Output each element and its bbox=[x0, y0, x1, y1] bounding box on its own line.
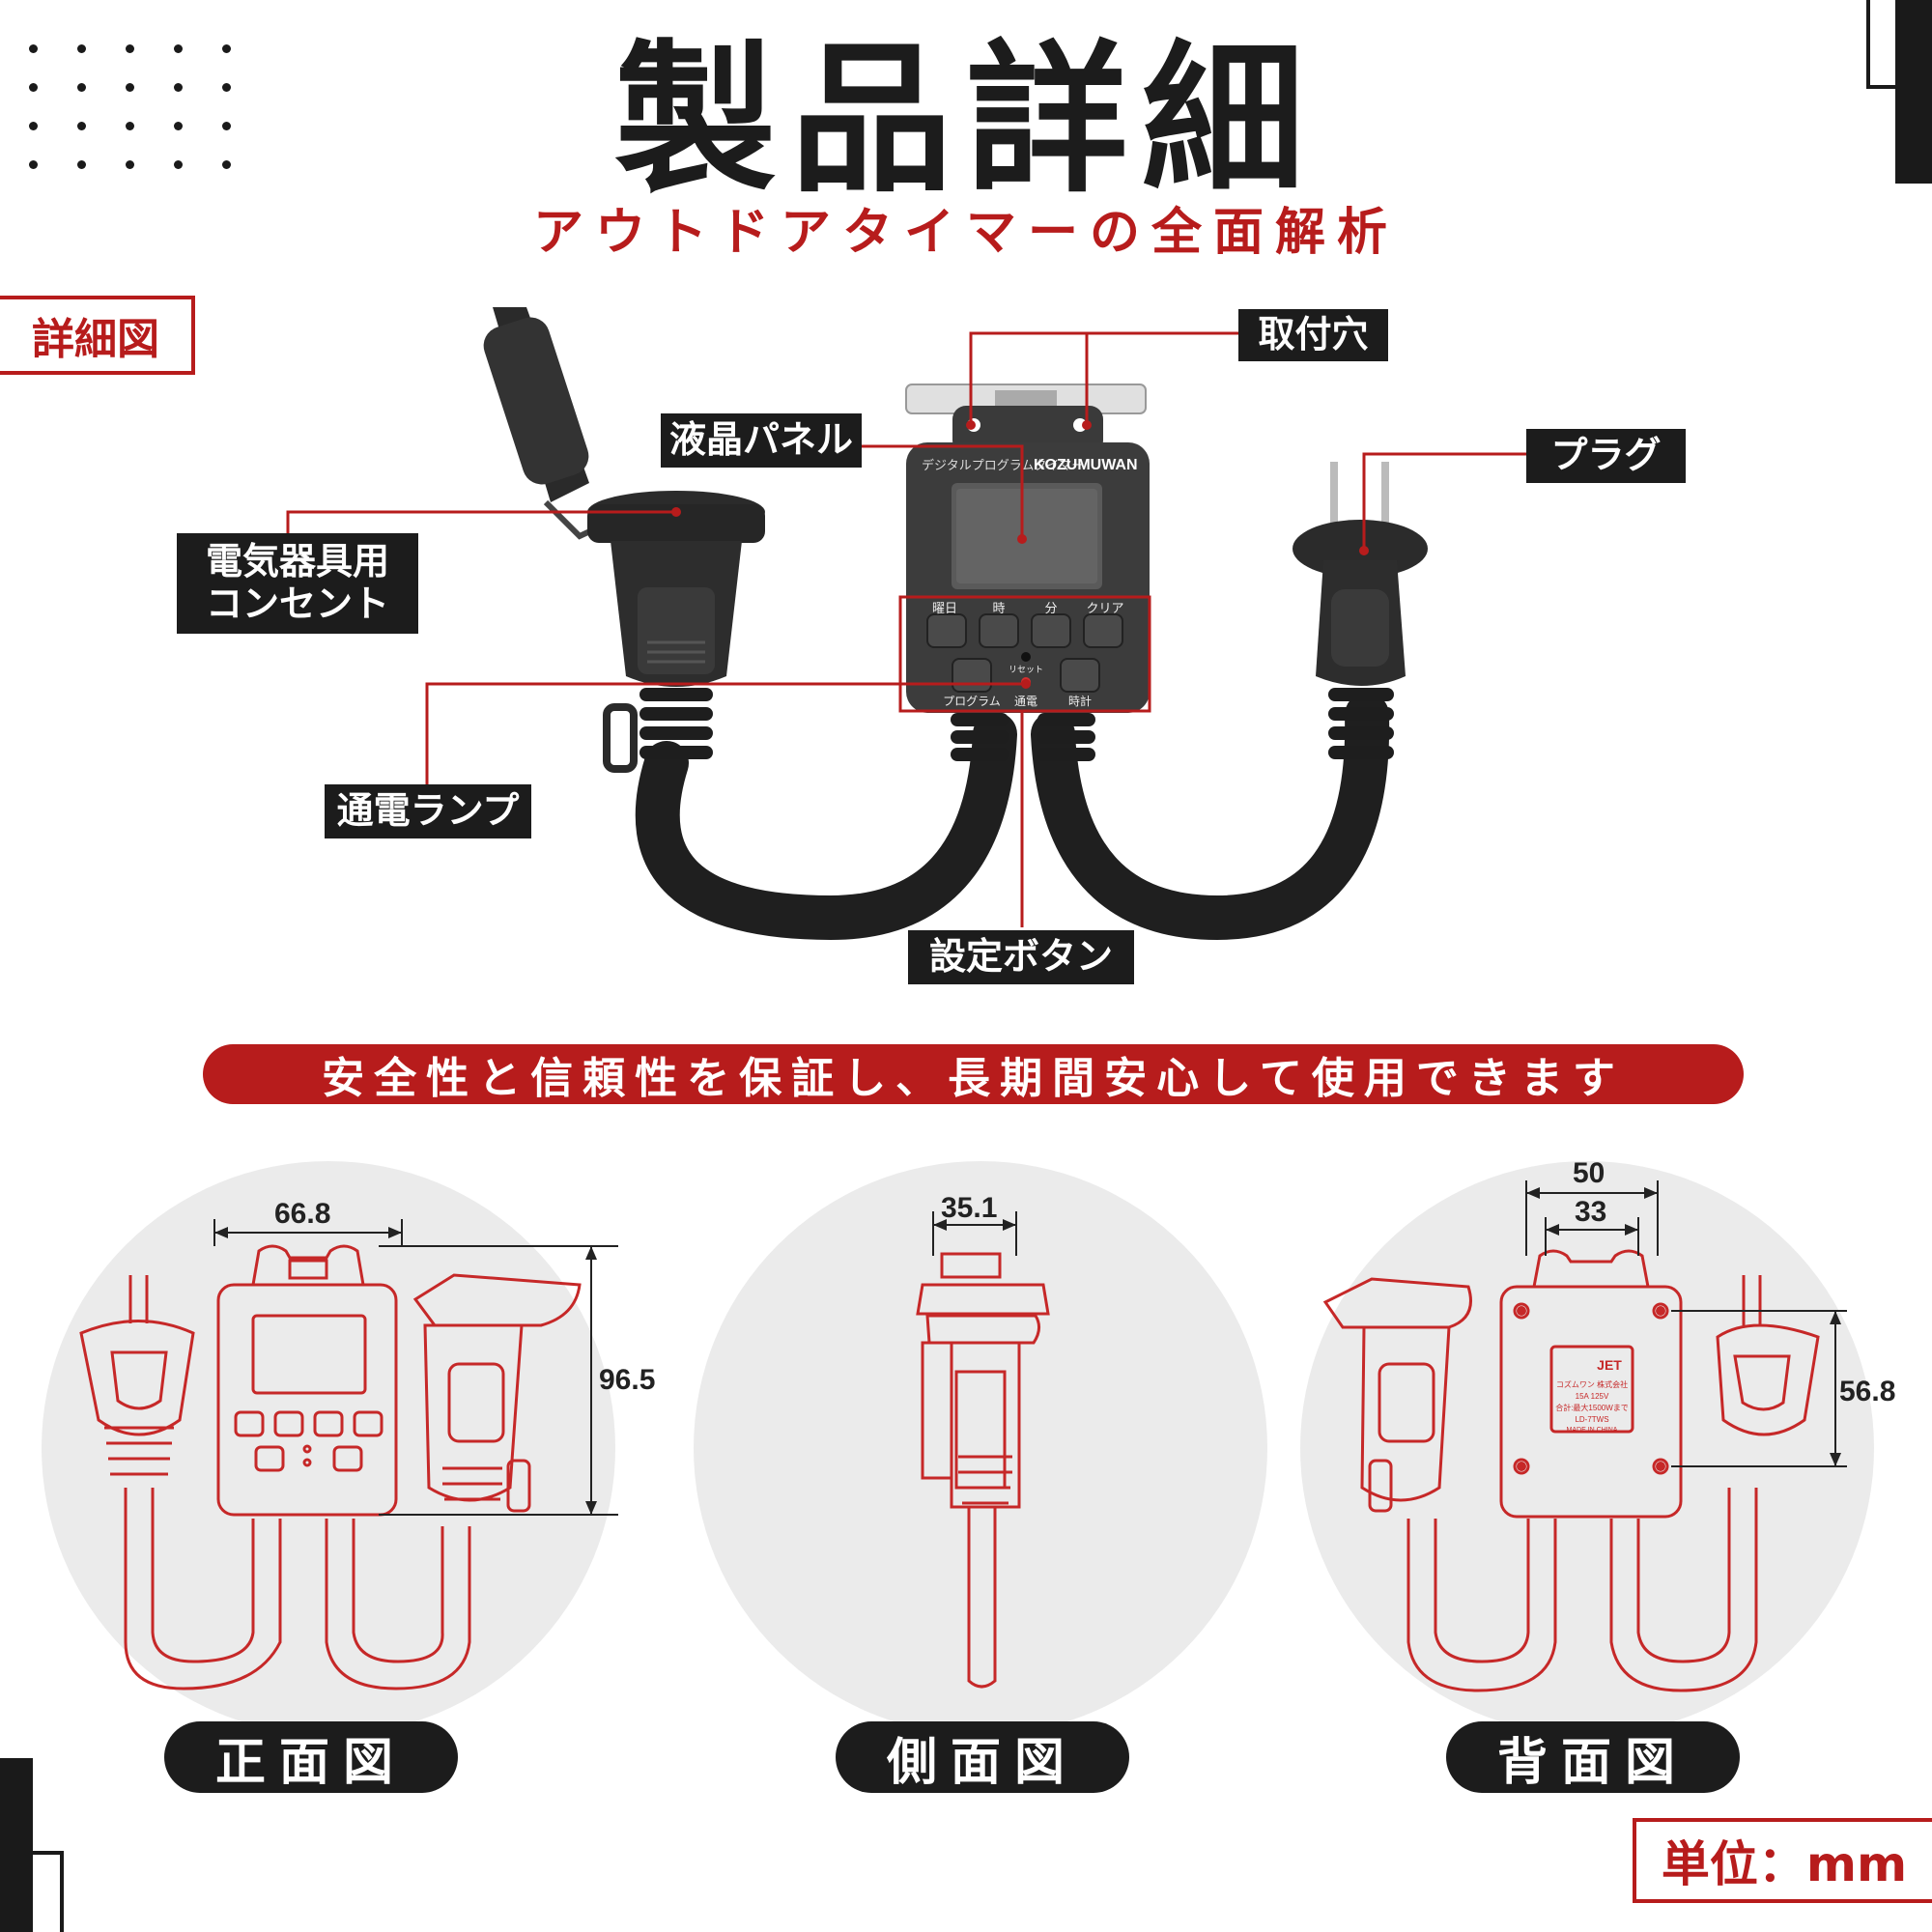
back-view-drawing bbox=[1322, 1249, 1820, 1692]
button-label-clear: クリア bbox=[1086, 601, 1123, 615]
button-label-program: プログラム bbox=[943, 695, 1001, 708]
reset-label: リセット bbox=[1009, 665, 1043, 674]
dimension-drawings: JET コズムワン 株式会社 15A 125V 合計:最大1500Wまで LD-… bbox=[79, 1180, 1847, 1692]
dimension-lines bbox=[213, 1180, 1847, 1516]
dimension-front-height: 96.5 bbox=[599, 1364, 656, 1396]
section-tag-detail: 詳細図 bbox=[0, 296, 195, 375]
plug-body bbox=[1293, 462, 1428, 759]
dimension-side-depth: 35.1 bbox=[941, 1192, 998, 1224]
timer-product-illustration: デジタルプログラムタイマー KOZUMUWAN 曜日 時 分 クリア リセット … bbox=[286, 307, 1526, 941]
decorative-dot bbox=[174, 83, 183, 92]
callout-power-lamp: 通電ランプ bbox=[325, 784, 531, 838]
timer-body: デジタルプログラムタイマー KOZUMUWAN 曜日 時 分 クリア リセット … bbox=[905, 384, 1150, 761]
decorative-dot-grid bbox=[29, 44, 242, 180]
side-view-drawing bbox=[916, 1252, 1050, 1689]
decorative-dot bbox=[222, 83, 231, 92]
decorative-dot bbox=[29, 122, 38, 130]
side-view-circle bbox=[694, 1161, 1267, 1735]
nameplate-max: 合計:最大1500Wまで bbox=[1555, 1403, 1629, 1412]
button-label-hour: 時 bbox=[992, 601, 1005, 615]
decorative-dot bbox=[77, 44, 86, 53]
label-front-view: 正面図 bbox=[164, 1721, 458, 1793]
callout-lcd-panel: 液晶パネル bbox=[661, 413, 862, 468]
nameplate-model: LD-7TWS bbox=[1575, 1415, 1608, 1424]
button-label-day: 曜日 bbox=[932, 601, 957, 615]
decorative-dot bbox=[222, 160, 231, 169]
nameplate-maker: コズムワン 株式会社 bbox=[1556, 1379, 1628, 1389]
decorative-dot bbox=[174, 122, 183, 130]
decorative-dot bbox=[77, 83, 86, 92]
dimension-back-inner-width: 33 bbox=[1575, 1196, 1607, 1228]
decorative-dot bbox=[174, 44, 183, 53]
decorative-dot bbox=[126, 44, 134, 53]
corner-decoration-bottom-left bbox=[27, 1851, 64, 1932]
dimension-back-outer-width: 50 bbox=[1573, 1157, 1605, 1189]
callout-outlet: 電気器具用 コンセント bbox=[177, 533, 418, 634]
decorative-dot bbox=[126, 122, 134, 130]
unit-label: 単位：mm bbox=[1633, 1818, 1932, 1903]
button-label-clock: 時計 bbox=[1068, 694, 1092, 708]
label-back-view: 背面図 bbox=[1446, 1721, 1740, 1793]
dimension-front-width: 66.8 bbox=[274, 1198, 331, 1230]
decorative-dot bbox=[29, 83, 38, 92]
nameplate-origin: MADE IN CHINA bbox=[1567, 1427, 1618, 1434]
decorative-dot bbox=[222, 44, 231, 53]
back-view-circle bbox=[1300, 1161, 1874, 1735]
lamp-label-power: 通電 bbox=[1014, 695, 1037, 708]
decorative-dot bbox=[222, 122, 231, 130]
decorative-dot bbox=[29, 160, 38, 169]
outlet-cap bbox=[483, 307, 596, 540]
decorative-dot bbox=[77, 122, 86, 130]
decorative-dot bbox=[174, 160, 183, 169]
callout-mounting-holes: 取付穴 bbox=[1238, 309, 1388, 361]
nameplate-rating: 15A 125V bbox=[1576, 1392, 1609, 1401]
button-label-minute: 分 bbox=[1044, 601, 1057, 615]
outlet-body bbox=[587, 491, 765, 773]
brand-label: KOZUMUWAN bbox=[1034, 457, 1138, 473]
callout-plug: プラグ bbox=[1526, 429, 1686, 483]
corner-bar-top-right bbox=[1895, 0, 1932, 184]
page-subtitle: アウトドアタイマーの全面解析 bbox=[532, 204, 1399, 262]
page-title: 製品詳細 bbox=[614, 25, 1318, 214]
decorative-dot bbox=[126, 83, 134, 92]
callout-setting-buttons: 設定ボタン bbox=[908, 930, 1134, 984]
model-label: デジタルプログラムタイマー bbox=[922, 458, 1084, 472]
decorative-dot bbox=[29, 44, 38, 53]
dimension-back-hole-spacing: 56.8 bbox=[1839, 1376, 1896, 1407]
safety-banner: 安全性と信頼性を保証し、長期間安心して使用できます bbox=[203, 1044, 1744, 1104]
front-view-drawing bbox=[79, 1244, 582, 1690]
decorative-dot bbox=[77, 160, 86, 169]
label-side-view: 側面図 bbox=[836, 1721, 1129, 1793]
nameplate-jet: JET bbox=[1597, 1357, 1622, 1373]
decorative-dot bbox=[126, 160, 134, 169]
